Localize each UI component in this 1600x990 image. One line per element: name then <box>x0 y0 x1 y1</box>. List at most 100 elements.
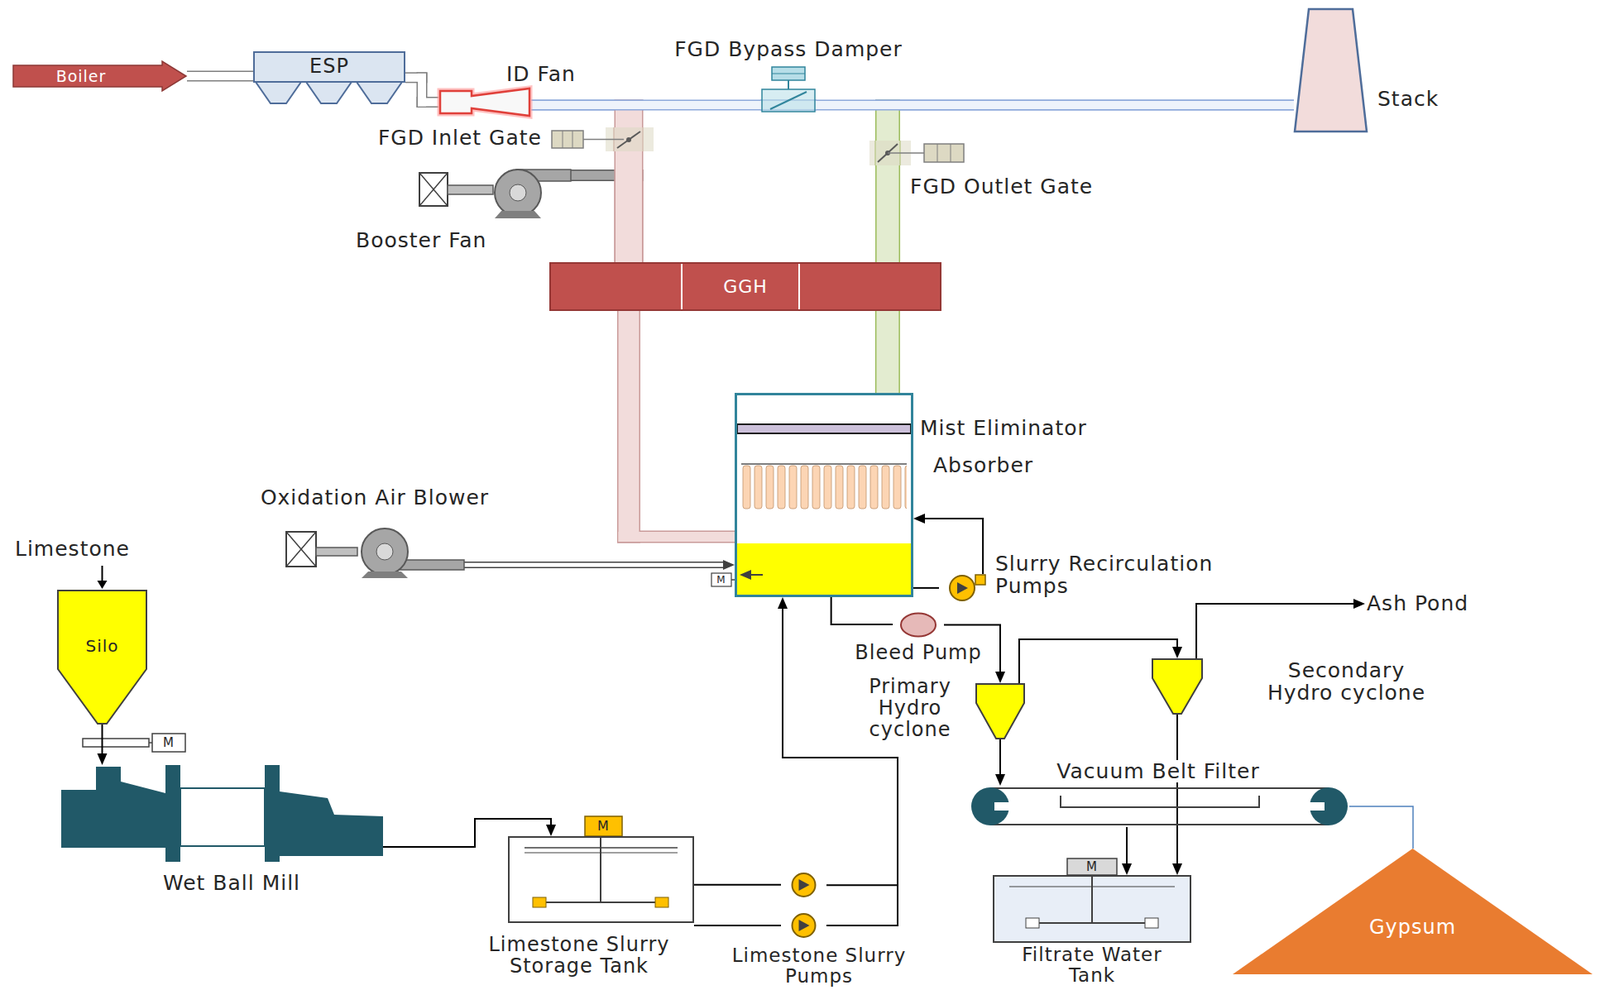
node-label: Bleed Pump <box>854 642 982 665</box>
pipe-line-part <box>694 884 781 887</box>
pipe-line-part <box>999 739 1002 777</box>
wet-ball-mill-shape <box>61 765 384 863</box>
node-label: Slurry Recirculation Pumps <box>995 552 1260 598</box>
booster-fan-shape <box>418 162 571 220</box>
node-label: Gypsum <box>1232 914 1593 940</box>
bypass-damper-shape-part <box>770 91 807 110</box>
node-label: ID Fan <box>506 62 576 86</box>
node-label: Booster Fan <box>355 229 487 252</box>
flue-duct-part <box>186 71 254 81</box>
weigh-feeder <box>82 733 186 753</box>
outlet-gate-shape-part <box>924 143 964 163</box>
limestone-silo-shape-part <box>57 590 147 724</box>
ash-pond: Ash Pond <box>1365 590 1475 618</box>
booster-fan-shape-part <box>494 169 542 216</box>
pipe-line <box>995 739 1006 786</box>
flue-duct-part <box>816 100 1294 111</box>
flue-duct <box>886 311 888 393</box>
absorber-tower-shape-part <box>736 543 913 597</box>
hydrocyclone: Secondary Hydro cyclone <box>1150 658 1204 714</box>
booster-fan-shape-part <box>419 172 448 206</box>
booster-fan-shape-part <box>509 184 527 202</box>
gypsum-pile-shape <box>1232 848 1593 975</box>
filtrate-tank: Filtrate Water Tank <box>992 875 1192 944</box>
pipe-line-part <box>546 824 556 837</box>
vacuum-belt-filter-shape-part <box>994 802 1011 811</box>
limestone-silo: Silo <box>56 589 149 725</box>
inlet-gate-shape-part <box>562 130 564 149</box>
slurry-tank: Limestone Slurry Storage Tank <box>507 836 695 924</box>
booster-fan-shape-part <box>419 172 448 206</box>
pipe-line-part <box>97 753 108 766</box>
outlet-gate-shape <box>869 140 965 166</box>
pipe-line-part <box>777 597 788 609</box>
filtrate-tank-shape-part <box>1025 918 1040 929</box>
flue-duct <box>887 165 889 263</box>
flue-duct-part <box>416 96 440 108</box>
flue-duct <box>617 311 735 544</box>
limestone-silo-shape <box>56 589 149 725</box>
bleed-pump-shape-part <box>900 613 936 638</box>
flue-duct-part <box>186 71 254 82</box>
flue-duct-part <box>615 151 642 263</box>
limestone-feed-arrow-part <box>101 565 104 582</box>
slurry-pumps-shape-part <box>792 873 816 897</box>
node-label: Limestone Slurry Pumps <box>715 945 923 987</box>
air-blower-shape-part <box>286 531 317 567</box>
node-label: Oxidation Air Blower <box>260 486 489 509</box>
wet-ball-mill-shape-part <box>165 765 181 863</box>
bypass-damper-shape <box>760 66 817 113</box>
vacuum-belt-filter-shape-part <box>990 787 1329 790</box>
pipe-line <box>1172 713 1183 876</box>
flue-duct <box>405 71 439 108</box>
node-label: Vacuum Belt Filter <box>1052 760 1264 783</box>
node-label: Ash Pond <box>1366 592 1469 615</box>
bypass-damper-shape-part <box>771 73 805 75</box>
vacuum-belt-filter-shape-part <box>990 823 1329 826</box>
pipe-line-part <box>995 774 1006 786</box>
hydrocyclone-shape <box>974 683 1026 740</box>
flue-duct <box>627 151 629 263</box>
flue-duct-part <box>723 560 735 571</box>
inlet-gate-shape-part <box>583 138 624 141</box>
pipe-line <box>913 513 983 575</box>
boiler-arrow-shape-part <box>13 61 187 92</box>
inlet-gate: FGD Inlet Gate <box>550 127 654 152</box>
flue-duct <box>464 560 735 571</box>
flue-duct-part <box>816 100 1294 110</box>
pipe-line-part <box>913 587 939 590</box>
absorber-tower-shape-part <box>741 464 907 511</box>
air-blower-shape-part <box>286 531 317 567</box>
absorber-tower-shape-part <box>736 394 913 597</box>
agitator-motor-part <box>1067 858 1117 876</box>
agitator-motor <box>1067 858 1117 876</box>
slurry-pumps: Limestone Slurry Pumps <box>780 872 827 939</box>
node-label: Primary Hydro cyclone <box>852 676 968 742</box>
air-blower-shape <box>285 525 465 580</box>
wet-ball-mill-shape-part <box>264 765 280 863</box>
id-fan: ID Fan <box>438 86 532 118</box>
stack-shape-part <box>1294 9 1367 132</box>
booster-fan-shape-part <box>447 185 494 195</box>
motor-mark: M <box>711 573 732 587</box>
hydrocyclone-shape-part <box>976 684 1025 739</box>
vacuum-belt-filter-shape <box>969 785 1350 828</box>
node-label: FGD Bypass Damper <box>674 38 903 61</box>
absorber-tower-shape-part <box>736 394 913 597</box>
boiler-arrow: Boiler <box>12 61 187 92</box>
pipe-line-part <box>913 513 925 524</box>
pipe-line-part <box>1353 598 1366 609</box>
filtrate-tank-shape-part <box>1144 918 1159 929</box>
bypass-damper-shape-part <box>761 89 815 112</box>
pipe-line <box>913 587 939 589</box>
weigh-feeder-part <box>152 733 186 753</box>
motor-valve-part <box>731 579 735 581</box>
bypass-damper-shape-part <box>771 67 805 81</box>
part-label: Mist Eliminator <box>919 416 1088 440</box>
flue-duct-part <box>617 531 735 544</box>
flue-duct-part <box>875 165 901 263</box>
flue-duct-part <box>417 98 439 107</box>
wet-ball-mill-shape-part <box>180 788 265 847</box>
recirculation-pump: Slurry Recirculation Pumps <box>938 574 988 603</box>
limestone-feed-arrow <box>97 565 108 590</box>
